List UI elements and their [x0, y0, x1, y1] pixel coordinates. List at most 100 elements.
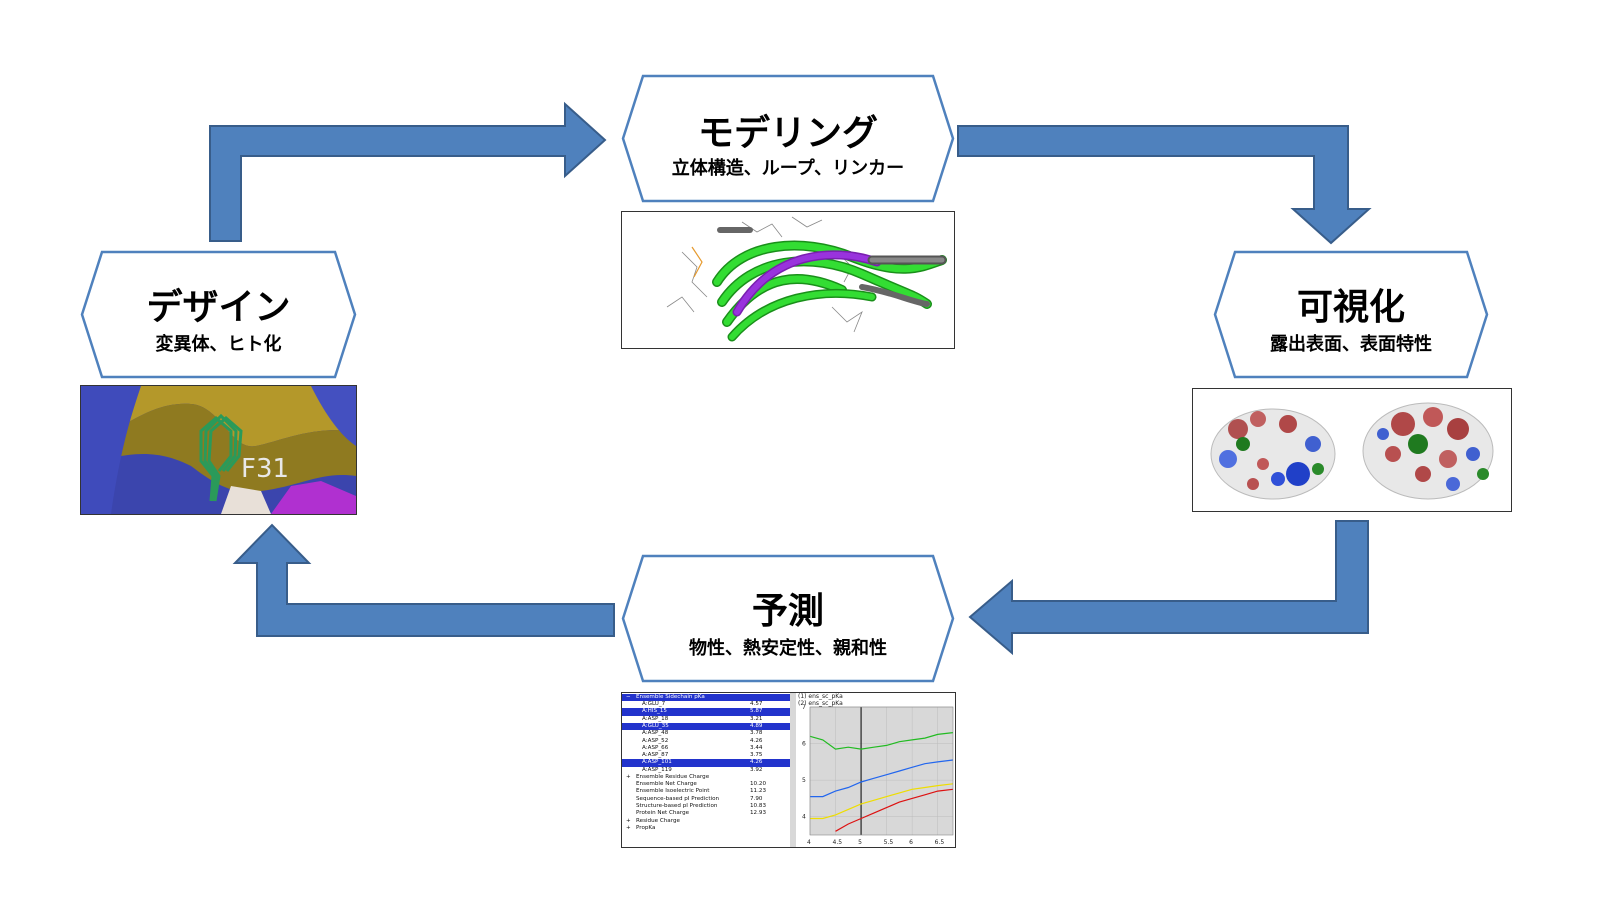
design-title: デザイン [146, 287, 291, 328]
residue-pka-value: 3.75 [750, 752, 763, 759]
residue-name: A:HIS_15 [642, 708, 667, 715]
modeling-title: モデリング [697, 113, 878, 154]
table-row[interactable]: A:ASP_52 4.26 [622, 738, 790, 745]
arrow-design-to-modeling [209, 101, 607, 242]
table-row[interactable]: A:HIS_15 5.87 [622, 708, 790, 716]
residue-name: A:ASP_18 [642, 715, 669, 722]
summary-value: 12.93 [750, 810, 767, 817]
summary-name: Protein Net Charge [636, 810, 690, 817]
propka-row[interactable]: + PropKa [626, 825, 656, 831]
residue-pka-value: 5.87 [750, 708, 763, 715]
x-tick-label: 4 [807, 839, 811, 846]
table-row[interactable]: A:ASP_66 3.44 [622, 745, 790, 752]
residue-pka-value: 3.21 [750, 715, 763, 722]
y-tick-label: 4 [802, 814, 806, 821]
series-line-3 [810, 783, 954, 820]
summary-row[interactable]: Protein Net Charge 12.93 [622, 810, 790, 817]
protein-ribbon-illustration [666, 216, 947, 342]
residue-pka-value: 3.44 [750, 744, 763, 751]
molecular-surface-illustration [1210, 402, 1494, 500]
surface-visualization-image [1192, 388, 1512, 512]
table-row[interactable]: A:ASP_18 3.21 [622, 716, 790, 723]
prediction-title: 予測 [751, 591, 824, 632]
design-subtitle: 変異体、ヒト化 [155, 334, 282, 355]
table-row[interactable]: A:GLU_35 4.89 [622, 722, 790, 731]
residue-name: A:GLU_7 [642, 701, 666, 707]
pka-titration-chart: 4 4.5 5 5.5 6 6.5 7 6 5 4 (1) ens_sc_pKa (2) ens_… [798, 693, 954, 846]
expand-icon: + [626, 774, 631, 780]
design-mutation-image: F31 [80, 385, 357, 515]
visualization-hexagon-shape [1213, 250, 1489, 379]
summary-value: 10.83 [750, 802, 767, 809]
table-row[interactable]: A:GLU_7 4.57 [622, 701, 790, 708]
summary-value: 10.20 [750, 781, 767, 787]
ensemble-residue-charge-row[interactable]: + Ensemble Residue Charge [626, 774, 710, 780]
design-node: デザイン 変異体、ヒト化 [80, 250, 357, 379]
design-hexagon-shape [80, 250, 357, 379]
residue-pka-value: 3.92 [750, 766, 763, 773]
visualization-node: 可視化 露出表面、表面特性 [1213, 250, 1489, 379]
modeling-node: モデリング 立体構造、ループ、リンカー [621, 74, 955, 203]
arrow-visualization-to-prediction [968, 520, 1369, 656]
prediction-node: 予測 物性、熱安定性、親和性 [621, 554, 955, 683]
x-tick-label: 5 [858, 839, 862, 846]
summary-value: 11.23 [750, 788, 767, 795]
y-tick-label: 6 [802, 741, 806, 748]
surface-left [1210, 408, 1336, 500]
x-tick-label: 6 [909, 839, 913, 846]
residue-pka-value: 4.57 [750, 701, 763, 707]
x-tick-label: 5.5 [884, 839, 894, 846]
x-tick-label: 4.5 [833, 839, 843, 846]
table-row[interactable]: A:ASP_48 3.78 [622, 730, 790, 737]
binding-pocket-illustration [81, 386, 356, 514]
residue-pka-value: 4.26 [750, 737, 763, 744]
visualization-title: 可視化 [1296, 287, 1405, 328]
series-line-1 [809, 732, 954, 750]
phenylalanine-sidechain-icon [199, 413, 243, 502]
y-tick-label: 5 [802, 777, 806, 784]
chart-legend-2: (2) ens_sc_pKa [798, 700, 843, 707]
series-line-2 [810, 759, 954, 798]
residue-pka-value: 4.89 [750, 722, 763, 729]
summary-row[interactable]: Ensemble Isoelectric Point 11.23 [622, 788, 790, 795]
summary-name: Ensemble Isoelectric Point [636, 788, 710, 795]
arrow-modeling-to-visualization [957, 125, 1372, 245]
chart-legend-1: (1) ens_sc_pKa [798, 693, 843, 700]
summary-row[interactable]: Ensemble Net Charge 10.20 [622, 781, 790, 788]
residue-pka-value: 3.78 [750, 730, 763, 737]
residue-charge-row[interactable]: + Residue Charge [626, 818, 680, 824]
summary-name: Ensemble Net Charge [636, 781, 697, 787]
summary-row[interactable]: Sequence-based pI Prediction 7.90 [622, 796, 790, 803]
pane-splitter[interactable] [790, 693, 796, 847]
expand-icon: + [626, 825, 631, 831]
residue-name: A:GLU_35 [642, 722, 669, 729]
series-line-4 [835, 788, 954, 832]
collapse-icon: − [626, 694, 631, 700]
residue-name: A:ASP_66 [642, 744, 669, 751]
modeling-structure-image [621, 211, 955, 349]
chart-axes-frame [809, 706, 954, 836]
visualization-subtitle: 露出表面、表面特性 [1270, 334, 1432, 355]
residue-label-f31: F31 [241, 454, 290, 484]
y-tick-label: 7 [802, 704, 806, 711]
residue-pka-value: 4.26 [750, 759, 763, 766]
table-row[interactable]: A:ASP_119 3.92 [622, 767, 790, 774]
residue-name: A:ASP_119 [642, 766, 672, 773]
modeling-hexagon-shape [621, 74, 955, 203]
arrow-prediction-to-design [232, 523, 615, 637]
pka-table-header[interactable]: − Ensemble Sidechain pKa [622, 694, 790, 702]
residue-name: A:ASP_52 [642, 737, 669, 744]
summary-name: Sequence-based pI Prediction [636, 795, 720, 802]
chart-plot-area [810, 707, 953, 835]
x-tick-label: 6.5 [935, 839, 945, 846]
expand-icon: + [626, 818, 631, 824]
prediction-hexagon-shape [621, 554, 955, 683]
summary-value: 7.90 [750, 795, 763, 802]
surface-right [1362, 402, 1494, 500]
residue-name: A:ASP_48 [642, 730, 669, 737]
